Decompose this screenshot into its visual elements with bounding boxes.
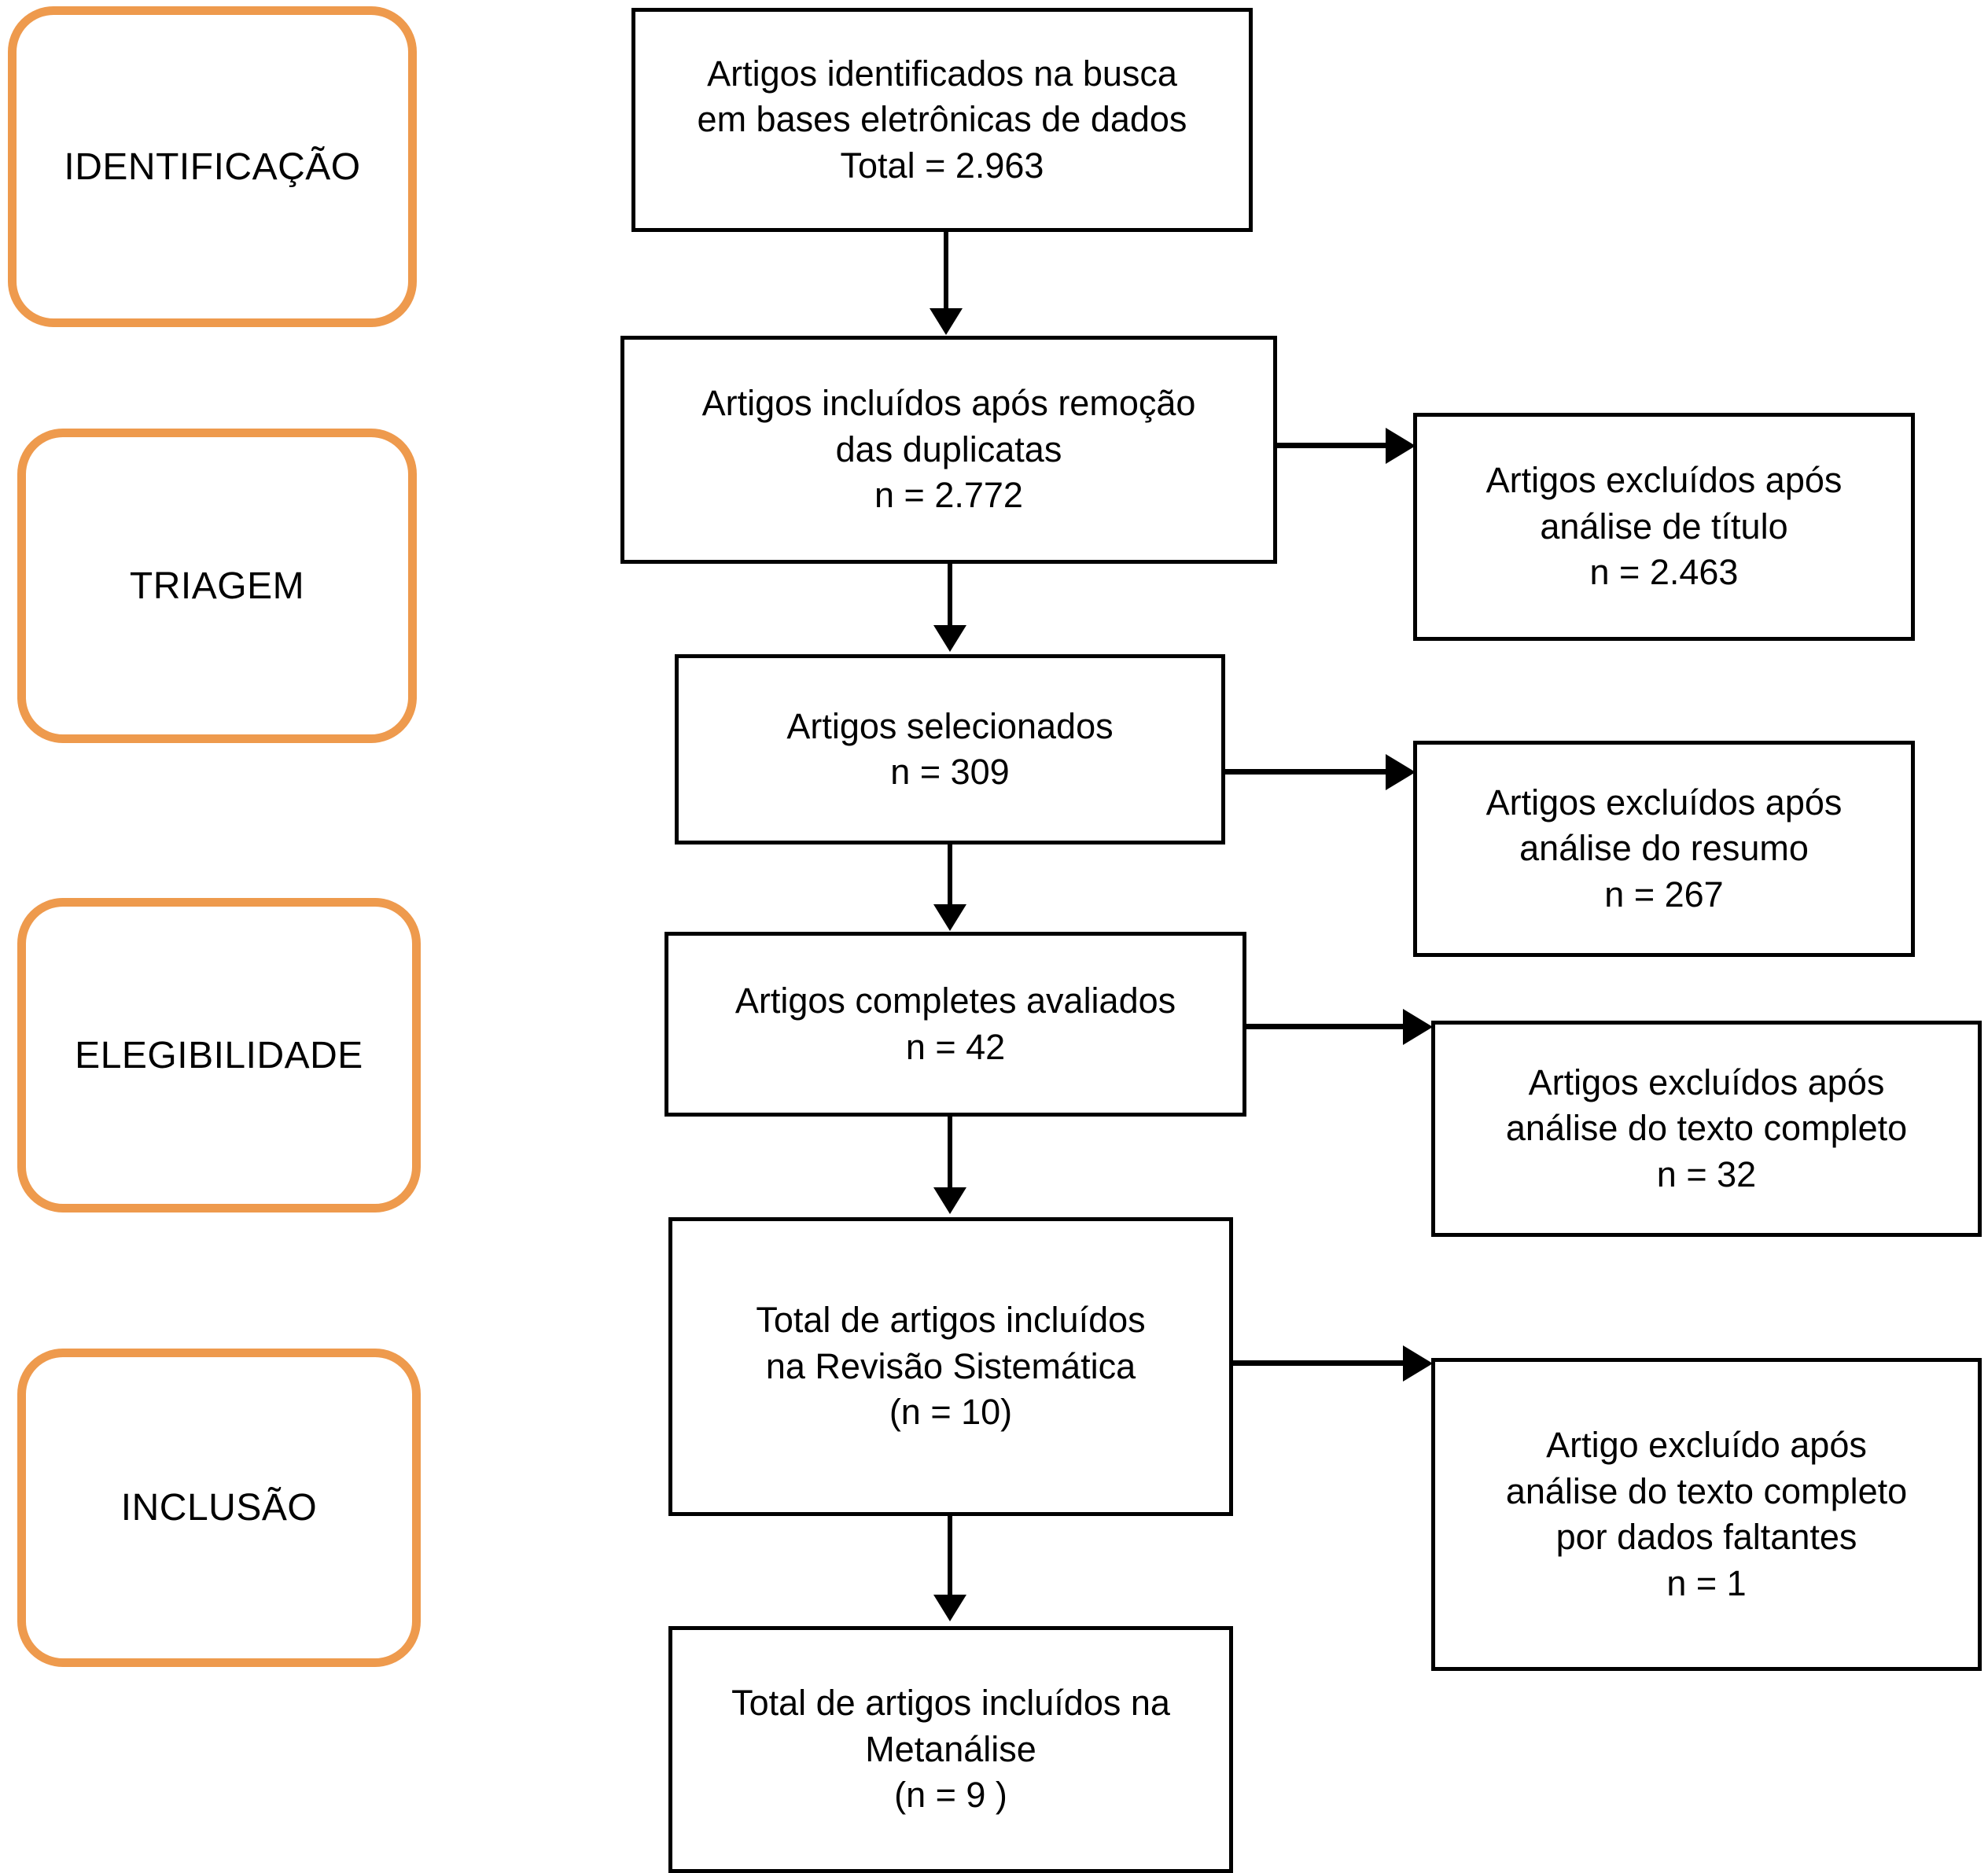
stage-pill-elegibilidade: ELEGIBILIDADE (17, 898, 421, 1212)
flow-box-completos-avaliados: Artigos completes avaliados n = 42 (665, 932, 1246, 1117)
exclusion-box-excluidos-titulo-text: Artigos excluídos após análise de título… (1485, 460, 1843, 593)
flow-box-identificados-text: Artigos identificados na busca em bases … (697, 53, 1187, 186)
stage-pill-inclusao: INCLUSÃO (17, 1349, 421, 1667)
connector-identificados-to-pos-duplicatas (944, 232, 948, 311)
connector-pos-duplicatas-to-excluidos-titulo (1274, 443, 1388, 448)
connector-selecionados-to-completos-avaliados (948, 845, 952, 906)
stage-label-triagem: TRIAGEM (129, 565, 305, 607)
flow-box-identificados: Artigos identificados na busca em bases … (631, 8, 1253, 232)
arrowhead-revisao-to-excluido-dados-faltantes (1403, 1345, 1433, 1382)
arrowhead-identificados-to-pos-duplicatas (930, 308, 963, 335)
stage-pill-triagem: TRIAGEM (17, 429, 417, 743)
exclusion-box-excluidos-texto-completo-text: Artigos excluídos após análise do texto … (1505, 1062, 1908, 1194)
stage-pill-identificacao: IDENTIFICAÇÃO (8, 6, 417, 327)
exclusion-box-excluidos-resumo-text: Artigos excluídos após análise do resumo… (1485, 782, 1843, 914)
exclusion-box-excluido-dados-faltantes-text: Artigo excluído após análise do texto co… (1505, 1425, 1908, 1603)
stage-label-identificacao: IDENTIFICAÇÃO (64, 145, 361, 188)
flow-box-selecionados: Artigos selecionados n = 309 (675, 654, 1225, 845)
stage-label-elegibilidade: ELEGIBILIDADE (75, 1034, 363, 1076)
stage-label-inclusao: INCLUSÃO (120, 1487, 318, 1529)
exclusion-box-excluidos-titulo: Artigos excluídos após análise de título… (1413, 413, 1915, 641)
connector-revisao-to-excluido-dados-faltantes (1231, 1360, 1405, 1366)
arrowhead-selecionados-to-excluidos-resumo (1386, 754, 1416, 790)
arrowhead-pos-duplicatas-to-excluidos-titulo (1386, 428, 1416, 464)
exclusion-box-excluidos-resumo: Artigos excluídos após análise do resumo… (1413, 741, 1915, 957)
arrowhead-selecionados-to-completos-avaliados (933, 904, 966, 931)
arrowhead-revisao-to-metanalise (933, 1595, 966, 1621)
flow-box-revisao-sistematica: Total de artigos incluídos na Revisão Si… (668, 1217, 1233, 1516)
connector-selecionados-to-excluidos-resumo (1223, 769, 1388, 775)
flow-box-pos-duplicatas: Artigos incluídos após remoção das dupli… (620, 336, 1277, 564)
flow-box-metanalise-text: Total de artigos incluídos na Metanálise… (731, 1683, 1170, 1816)
flow-box-completos-avaliados-text: Artigos completes avaliados n = 42 (734, 981, 1176, 1067)
flow-box-selecionados-text: Artigos selecionados n = 309 (786, 705, 1114, 793)
arrowhead-pos-duplicatas-to-selecionados (933, 625, 966, 652)
flow-box-metanalise: Total de artigos incluídos na Metanálise… (668, 1626, 1233, 1873)
arrowhead-completos-avaliados-to-excluidos-texto (1403, 1009, 1433, 1045)
flow-box-pos-duplicatas-text: Artigos incluídos após remoção das dupli… (701, 383, 1196, 516)
exclusion-box-excluido-dados-faltantes: Artigo excluído após análise do texto co… (1431, 1358, 1982, 1671)
arrowhead-completos-avaliados-to-revisao (933, 1187, 966, 1214)
flow-box-revisao-sistematica-text: Total de artigos incluídos na Revisão Si… (756, 1300, 1146, 1433)
connector-completos-avaliados-to-excluidos-texto (1244, 1024, 1405, 1029)
connector-completos-avaliados-to-revisao (948, 1117, 952, 1189)
connector-pos-duplicatas-to-selecionados (948, 564, 952, 627)
connector-revisao-to-metanalise (948, 1516, 952, 1596)
exclusion-box-excluidos-texto-completo: Artigos excluídos após análise do texto … (1431, 1021, 1982, 1237)
